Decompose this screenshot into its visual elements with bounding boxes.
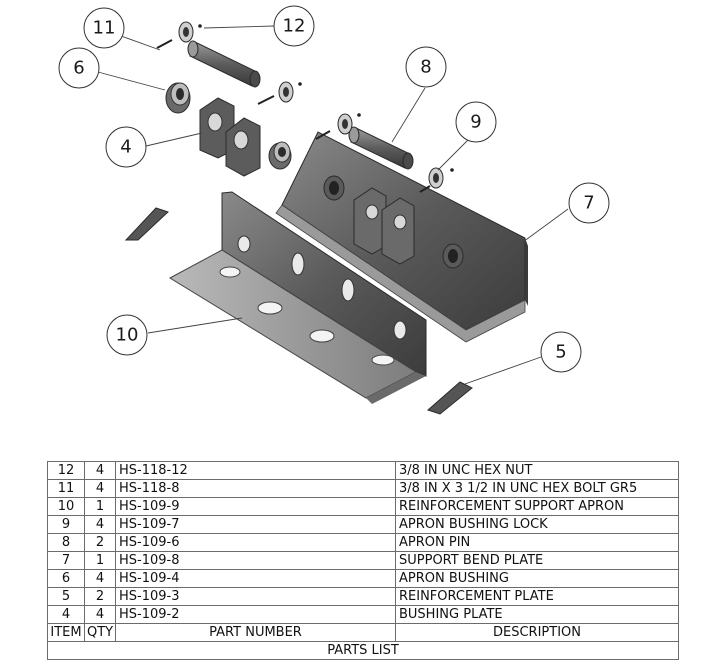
balloon-label: 11 bbox=[93, 18, 116, 39]
table-header-row: ITEM QTY PART NUMBER DESCRIPTION bbox=[47, 623, 679, 642]
description-cell: APRON BUSHING bbox=[395, 569, 679, 588]
exploded-assembly-drawing: 11 12 6 8 9 4 7 10 5 bbox=[58, 5, 610, 415]
parts-list-title: PARTS LIST bbox=[47, 641, 679, 660]
apron-pins bbox=[187, 40, 414, 170]
item-cell: 7 bbox=[47, 551, 85, 570]
balloon-label: 6 bbox=[73, 58, 84, 79]
qty-cell: 4 bbox=[84, 605, 116, 624]
reinforcement-support-apron bbox=[168, 191, 427, 404]
hex-bolts-and-nuts bbox=[156, 24, 454, 193]
qty-cell: 4 bbox=[84, 569, 116, 588]
balloon-item-4: 4 bbox=[105, 126, 147, 168]
qty-cell: 4 bbox=[84, 461, 116, 480]
column-header-item: ITEM bbox=[47, 623, 85, 642]
table-row: 5 2 HS-109-3 REINFORCEMENT PLATE bbox=[47, 587, 679, 606]
item-cell: 4 bbox=[47, 605, 85, 624]
column-header-qty: QTY bbox=[84, 623, 116, 642]
description-cell: APRON PIN bbox=[395, 533, 679, 552]
item-cell: 11 bbox=[47, 479, 85, 498]
description-cell: 3/8 IN UNC HEX NUT bbox=[395, 461, 679, 480]
support-bend-plate bbox=[275, 131, 528, 343]
balloon-label: 9 bbox=[470, 112, 481, 133]
part-number-cell: HS-109-7 bbox=[115, 515, 396, 534]
item-cell: 9 bbox=[47, 515, 85, 534]
table-title-row: PARTS LIST bbox=[47, 641, 679, 660]
description-cell: BUSHING PLATE bbox=[395, 605, 679, 624]
balloon-label: 12 bbox=[283, 16, 306, 37]
balloon-item-10: 10 bbox=[106, 314, 148, 356]
qty-cell: 2 bbox=[84, 587, 116, 606]
item-cell: 12 bbox=[47, 461, 85, 480]
balloon-label: 10 bbox=[116, 325, 139, 346]
column-header-part-number: PART NUMBER bbox=[115, 623, 396, 642]
table-row: 9 4 HS-109-7 APRON BUSHING LOCK bbox=[47, 515, 679, 534]
part-number-cell: HS-109-8 bbox=[115, 551, 396, 570]
item-cell: 6 bbox=[47, 569, 85, 588]
part-number-cell: HS-109-3 bbox=[115, 587, 396, 606]
part-number-cell: HS-118-12 bbox=[115, 461, 396, 480]
item-cell: 10 bbox=[47, 497, 85, 516]
part-number-cell: HS-109-6 bbox=[115, 533, 396, 552]
balloon-item-12: 12 bbox=[273, 5, 315, 47]
balloon-item-5: 5 bbox=[540, 331, 582, 373]
balloon-label: 7 bbox=[583, 193, 594, 214]
description-cell: SUPPORT BEND PLATE bbox=[395, 551, 679, 570]
description-cell: REINFORCEMENT PLATE bbox=[395, 587, 679, 606]
qty-cell: 4 bbox=[84, 515, 116, 534]
balloon-item-9: 9 bbox=[455, 101, 497, 143]
qty-cell: 4 bbox=[84, 479, 116, 498]
qty-cell: 2 bbox=[84, 533, 116, 552]
part-number-cell: HS-109-2 bbox=[115, 605, 396, 624]
table-row: 8 2 HS-109-6 APRON PIN bbox=[47, 533, 679, 552]
balloon-label: 4 bbox=[120, 137, 131, 158]
reinforcement-plate-left bbox=[124, 207, 169, 241]
table-row: 12 4 HS-118-12 3/8 IN UNC HEX NUT bbox=[47, 461, 679, 480]
part-number-cell: HS-109-4 bbox=[115, 569, 396, 588]
balloon-item-6: 6 bbox=[58, 47, 100, 89]
table-row: 11 4 HS-118-8 3/8 IN X 3 1/2 IN UNC HEX … bbox=[47, 479, 679, 498]
parts-list-table: 12 4 HS-118-12 3/8 IN UNC HEX NUT 11 4 H… bbox=[47, 461, 679, 660]
reinforcement-plate-right bbox=[427, 381, 473, 415]
qty-cell: 1 bbox=[84, 551, 116, 570]
description-cell: APRON BUSHING LOCK bbox=[395, 515, 679, 534]
table-row: 6 4 HS-109-4 APRON BUSHING bbox=[47, 569, 679, 588]
apron-bushing-locks bbox=[178, 21, 444, 189]
part-number-cell: HS-118-8 bbox=[115, 479, 396, 498]
item-cell: 5 bbox=[47, 587, 85, 606]
balloon-label: 5 bbox=[555, 342, 566, 363]
part-number-cell: HS-109-9 bbox=[115, 497, 396, 516]
description-cell: 3/8 IN X 3 1/2 IN UNC HEX BOLT GR5 bbox=[395, 479, 679, 498]
apron-bushings bbox=[165, 82, 292, 170]
bushing-plates bbox=[199, 97, 261, 177]
table-row: 7 1 HS-109-8 SUPPORT BEND PLATE bbox=[47, 551, 679, 570]
item-cell: 8 bbox=[47, 533, 85, 552]
balloon-item-7: 7 bbox=[568, 182, 610, 224]
balloon-label: 8 bbox=[420, 57, 431, 78]
balloon-item-11: 11 bbox=[83, 7, 125, 49]
description-cell: REINFORCEMENT SUPPORT APRON bbox=[395, 497, 679, 516]
table-row: 4 4 HS-109-2 BUSHING PLATE bbox=[47, 605, 679, 624]
qty-cell: 1 bbox=[84, 497, 116, 516]
table-row: 10 1 HS-109-9 REINFORCEMENT SUPPORT APRO… bbox=[47, 497, 679, 516]
column-header-description: DESCRIPTION bbox=[395, 623, 679, 642]
balloon-item-8: 8 bbox=[405, 46, 447, 88]
